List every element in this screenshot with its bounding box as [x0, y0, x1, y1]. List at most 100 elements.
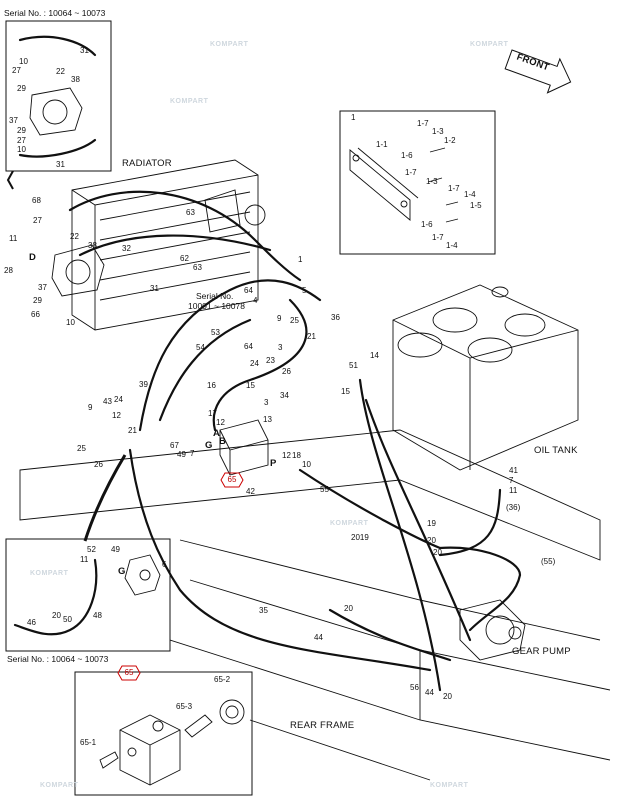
- part-label[interactable]: 20: [443, 692, 452, 701]
- part-label[interactable]: 24: [114, 395, 123, 404]
- part-label[interactable]: 53: [211, 328, 220, 337]
- part-label[interactable]: 62: [180, 254, 189, 263]
- part-label[interactable]: 19: [427, 519, 436, 528]
- part-label[interactable]: 55: [320, 485, 329, 494]
- part-label[interactable]: 6: [162, 560, 167, 569]
- part-label[interactable]: 1-7: [417, 119, 429, 128]
- part-label[interactable]: 1-3: [432, 127, 444, 136]
- part-label[interactable]: 15: [341, 387, 350, 396]
- part-label[interactable]: 10: [302, 460, 311, 469]
- part-label[interactable]: 4: [253, 296, 258, 305]
- part-label[interactable]: 34: [280, 391, 289, 400]
- part-label[interactable]: 29: [17, 84, 26, 93]
- part-label[interactable]: 1-7: [432, 233, 444, 242]
- part-label[interactable]: (55): [541, 557, 556, 566]
- part-label[interactable]: (36): [506, 503, 521, 512]
- part-label[interactable]: 64: [244, 342, 253, 351]
- part-label[interactable]: 26: [282, 367, 291, 376]
- part-label[interactable]: 1-6: [421, 220, 433, 229]
- part-label[interactable]: 12: [282, 451, 291, 460]
- part-label[interactable]: 28: [4, 266, 13, 275]
- part-label[interactable]: 56: [410, 683, 419, 692]
- part-label[interactable]: 27: [17, 136, 26, 145]
- part-label[interactable]: 29: [17, 126, 26, 135]
- highlight-marker-65-inset[interactable]: 65: [117, 665, 141, 681]
- part-label[interactable]: 51: [349, 361, 358, 370]
- part-label[interactable]: 20: [344, 604, 353, 613]
- part-label[interactable]: 31: [80, 46, 89, 55]
- part-label[interactable]: 13: [263, 415, 272, 424]
- part-label[interactable]: 20: [427, 536, 436, 545]
- part-label[interactable]: 7: [190, 449, 195, 458]
- part-label[interactable]: 9: [88, 403, 93, 412]
- part-label[interactable]: 10: [19, 57, 28, 66]
- part-label[interactable]: 21: [307, 332, 316, 341]
- part-label[interactable]: 17: [208, 409, 217, 418]
- part-label[interactable]: 38: [71, 75, 80, 84]
- part-label[interactable]: 44: [425, 688, 434, 697]
- part-label[interactable]: 20: [52, 611, 61, 620]
- part-label[interactable]: 3: [278, 343, 283, 352]
- part-label[interactable]: 63: [186, 208, 195, 217]
- part-label[interactable]: 3: [264, 398, 269, 407]
- part-label[interactable]: 1: [351, 113, 356, 122]
- part-label[interactable]: 29: [33, 296, 42, 305]
- part-label[interactable]: 63: [193, 263, 202, 272]
- part-label[interactable]: 65-1: [80, 738, 97, 747]
- part-label[interactable]: 12: [216, 418, 225, 427]
- part-label[interactable]: 49: [111, 545, 120, 554]
- part-label[interactable]: 27: [33, 216, 42, 225]
- part-label[interactable]: 52: [87, 545, 96, 554]
- part-label[interactable]: 1-6: [401, 151, 413, 160]
- part-label[interactable]: 22: [56, 67, 65, 76]
- part-label[interactable]: 2019: [351, 533, 369, 542]
- part-label[interactable]: 22: [70, 232, 79, 241]
- part-label[interactable]: 37: [38, 283, 47, 292]
- part-label[interactable]: 1-3: [426, 177, 438, 186]
- part-label[interactable]: 10: [17, 145, 26, 154]
- part-label[interactable]: 21: [128, 426, 137, 435]
- part-label[interactable]: 35: [259, 606, 268, 615]
- part-label[interactable]: 26: [94, 460, 103, 469]
- part-label[interactable]: 23: [266, 356, 275, 365]
- part-label[interactable]: 54: [196, 343, 205, 352]
- part-label[interactable]: 42: [246, 487, 255, 496]
- part-label[interactable]: 39: [139, 380, 148, 389]
- part-label[interactable]: 14: [370, 351, 379, 360]
- part-label[interactable]: 31: [150, 284, 159, 293]
- part-label[interactable]: 1-1: [376, 140, 388, 149]
- part-label[interactable]: 41: [509, 466, 518, 475]
- part-label[interactable]: 64: [244, 286, 253, 295]
- part-label[interactable]: 20: [433, 548, 442, 557]
- part-label[interactable]: 1-7: [405, 168, 417, 177]
- part-label[interactable]: 16: [207, 381, 216, 390]
- part-label[interactable]: 15: [246, 381, 255, 390]
- part-label[interactable]: 31: [56, 160, 65, 169]
- part-label[interactable]: 65-3: [176, 702, 193, 711]
- part-label[interactable]: 1-2: [444, 136, 456, 145]
- part-label[interactable]: 43: [103, 397, 112, 406]
- part-label[interactable]: 1: [298, 255, 303, 264]
- part-label[interactable]: 1-7: [448, 184, 460, 193]
- part-label[interactable]: 36: [331, 313, 340, 322]
- part-label[interactable]: 49: [177, 450, 186, 459]
- part-label[interactable]: 10: [66, 318, 75, 327]
- part-label[interactable]: 27: [12, 66, 21, 75]
- part-label[interactable]: 5: [302, 286, 307, 295]
- part-label[interactable]: 1-4: [446, 241, 458, 250]
- part-label[interactable]: 7: [509, 476, 514, 485]
- part-label[interactable]: 9: [277, 314, 282, 323]
- part-label[interactable]: 46: [27, 618, 36, 627]
- part-label[interactable]: 24: [250, 359, 259, 368]
- part-label[interactable]: 32: [122, 244, 131, 253]
- part-label[interactable]: 50: [63, 615, 72, 624]
- part-label[interactable]: 66: [31, 310, 40, 319]
- part-label[interactable]: 48: [93, 611, 102, 620]
- part-label[interactable]: 68: [32, 196, 41, 205]
- part-label[interactable]: 11: [80, 555, 89, 564]
- part-label[interactable]: 1-4: [464, 190, 476, 199]
- part-label[interactable]: 18: [292, 451, 301, 460]
- part-label[interactable]: 38: [88, 241, 97, 250]
- part-label[interactable]: 67: [170, 441, 179, 450]
- part-label[interactable]: 1-5: [470, 201, 482, 210]
